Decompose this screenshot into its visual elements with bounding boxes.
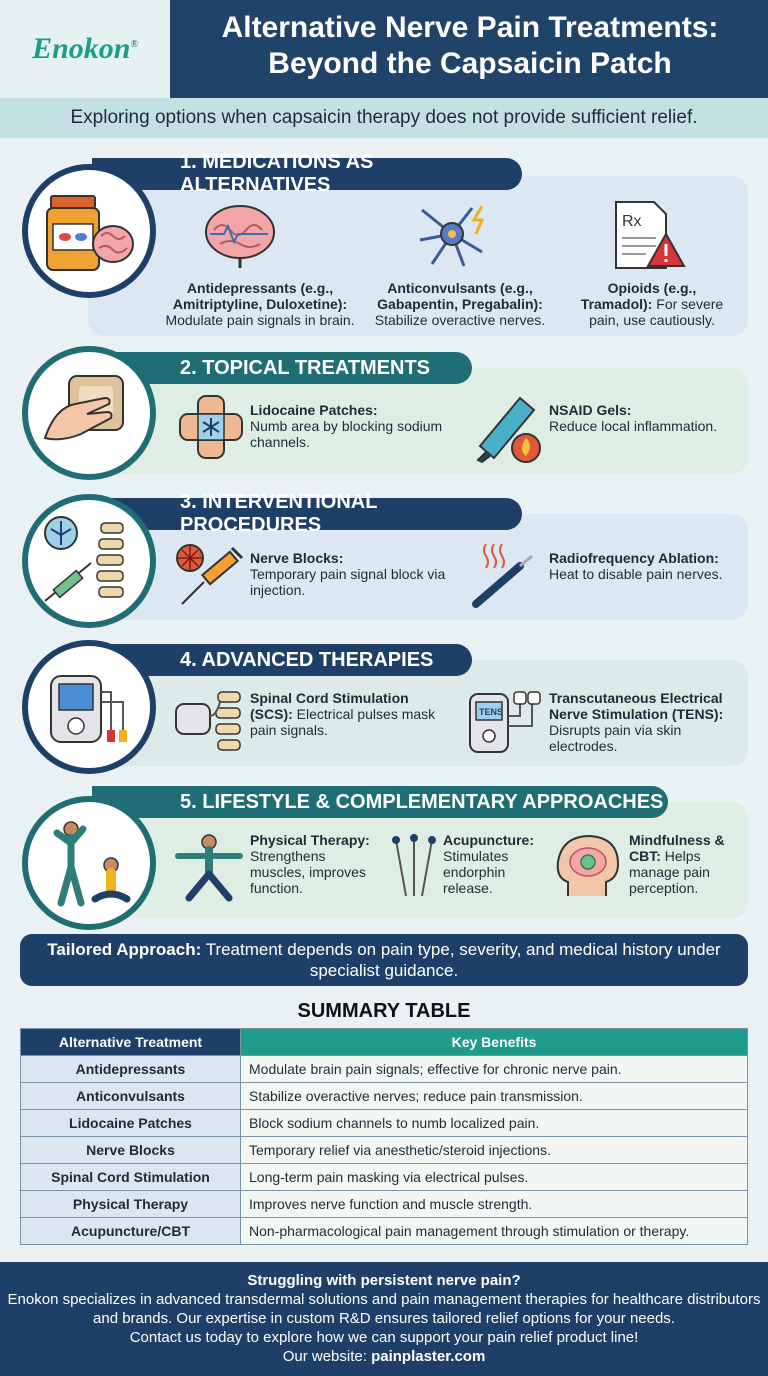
table-cell: Acupuncture/CBT [20,1217,241,1245]
svg-text:Rx: Rx [622,213,642,230]
subtitle: Exploring options when capsaicin therapy… [0,98,768,138]
stimulator-icon [172,686,248,761]
page-title: Alternative Nerve Pain Treatments: Beyon… [221,11,719,80]
medication-bottle-icon [22,164,156,298]
list-item: Mindfulness & CBT: Helps manage pain per… [629,832,725,896]
list-item: Anticonvulsants (e.g., Gabapentin, Prega… [374,280,546,328]
logo-box: Enokon® [0,0,170,98]
table-cell: Improves nerve function and muscle stren… [240,1190,748,1218]
probe-icon [470,540,544,615]
neuron-icon [412,200,496,275]
tens-screen-label: TENS [479,707,503,717]
section-panel-5 [88,802,748,918]
table-cell: Physical Therapy [20,1190,241,1218]
handheld-device-icon [22,640,156,774]
section-title-5: 5. LIFESTYLE & COMPLEMENTARY APPROACHES [92,786,668,818]
website-link[interactable]: painplaster.com [371,1348,486,1365]
gel-tube-icon [472,392,546,471]
summary-table-title: SUMMARY TABLE [297,1000,471,1022]
table-cell: Stabilize overactive nerves; reduce pain… [240,1082,748,1110]
section-title-2: 2. TOPICAL TREATMENTS [92,352,472,384]
table-cell: Lidocaine Patches [20,1109,241,1137]
table-cell: Spinal Cord Stimulation [20,1163,241,1191]
footer: Struggling with persistent nerve pain? E… [0,1262,768,1376]
table-cell: Anticonvulsants [20,1082,241,1110]
summary-table: Alternative Treatment Key Benefits Antid… [20,1028,748,1245]
list-item: Opioids (e.g., Tramadol): For severe pai… [580,280,724,328]
spine-injection-icon [22,494,156,628]
table-cell: Temporary relief via anesthetic/steroid … [240,1136,748,1164]
hand-patch-icon [22,346,156,480]
brain-icon [200,200,280,275]
list-item: Spinal Cord Stimulation (SCS): Electrica… [250,690,436,738]
exercise-people-icon [22,796,156,930]
table-cell: Non-pharmacological pain management thro… [240,1217,748,1245]
list-item: Nerve Blocks:Temporary pain signal block… [250,550,446,598]
list-item: Physical Therapy:Strengthens muscles, im… [250,832,370,896]
list-item: Lidocaine Patches:Numb area by blocking … [250,402,443,450]
patch-icon [176,392,246,467]
table-cell: Nerve Blocks [20,1136,241,1164]
table-cell: Antidepressants [20,1055,241,1083]
column-header: Alternative Treatment [20,1028,241,1056]
prescription-warning-icon: Rx [610,198,690,279]
table-cell: Block sodium channels to numb localized … [240,1109,748,1137]
needles-icon [386,834,442,905]
column-header: Key Benefits [240,1028,748,1056]
tens-device-icon: TENS [468,686,544,761]
list-item: Radiofrequency Ablation:Heat to disable … [549,550,723,582]
table-header-row: Alternative Treatment Key Benefits [20,1028,748,1056]
section-title-4: 4. ADVANCED THERAPIES [92,644,472,676]
list-item: Acupuncture:Stimulates endorphin release… [443,832,534,896]
syringe-icon [174,540,248,615]
section-title-3: 3. INTERVENTIONAL PROCEDURES [92,491,522,536]
footer-website: Our website: painplaster.com [282,1348,486,1365]
footer-title: Struggling with persistent nerve pain? [247,1272,521,1289]
footer-cta: Contact us today to explore how we can s… [129,1329,639,1346]
section-title-1: 1. MEDICATIONS AS ALTERNATIVES [92,151,522,196]
mind-icon [554,832,628,907]
header: Enokon® Alternative Nerve Pain Treatment… [0,0,768,98]
table-cell: Modulate brain pain signals; effective f… [240,1055,748,1083]
list-item: Antidepressants (e.g., Amitriptyline, Du… [165,280,355,328]
footer-body: Enokon specializes in advanced transderm… [7,1291,761,1327]
list-item: NSAID Gels:Reduce local inflammation. [549,402,718,434]
list-item: Transcutaneous Electrical Nerve Stimulat… [549,690,724,754]
tailored-approach-note: Tailored Approach: Treatment depends on … [20,934,748,986]
exercise-icon [172,832,246,907]
logo: Enokon® [32,32,138,65]
table-cell: Long-term pain masking via electrical pu… [240,1163,748,1191]
